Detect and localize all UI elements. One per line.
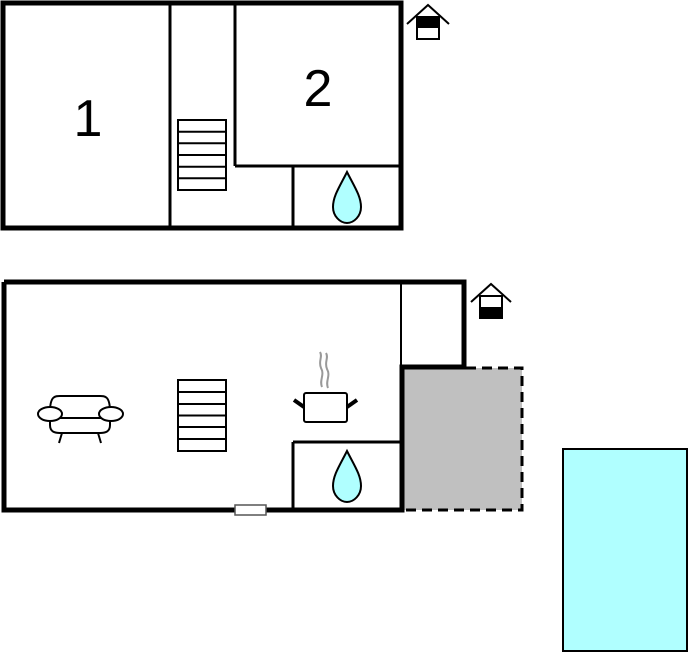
swimming-pool — [562, 448, 688, 652]
sofa-icon — [37, 395, 124, 444]
outer-wall-ground — [1, 279, 467, 513]
stairs-icon — [177, 379, 227, 452]
stairs-icon — [177, 119, 227, 191]
floor-ground-icon — [470, 282, 512, 319]
outer-wall-upper — [0, 0, 404, 231]
terrace-border — [402, 366, 524, 512]
cooking-pot-icon — [292, 351, 359, 423]
room-1-label: 1 — [74, 90, 103, 148]
room-2-label: 2 — [304, 60, 333, 118]
ground-floor — [1, 279, 524, 516]
door-icon — [234, 504, 267, 516]
water-drop-icon — [331, 448, 363, 504]
covered-terrace-area — [402, 368, 522, 510]
water-drop-icon — [331, 169, 363, 225]
upper-floor: 1 2 — [0, 0, 404, 231]
floor-upper-icon — [406, 3, 450, 40]
